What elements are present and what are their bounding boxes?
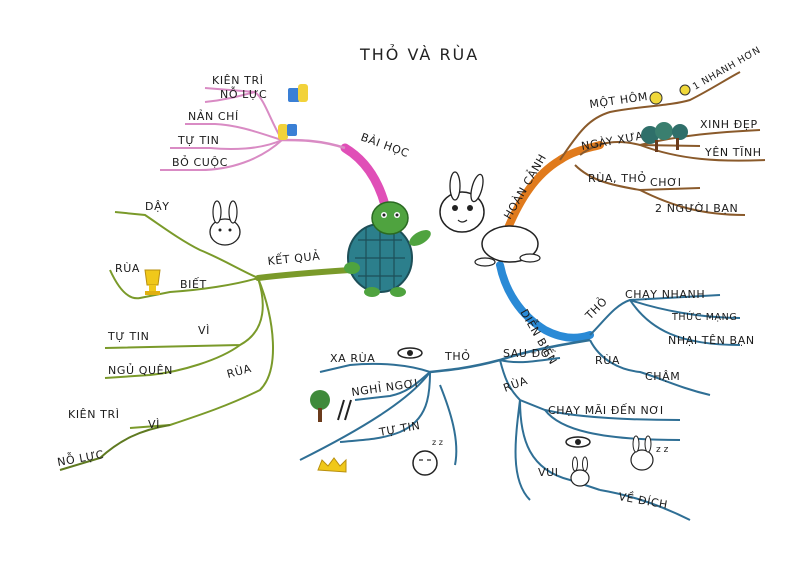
- tu-tin-center-label: TỰ TIN: [377, 419, 421, 439]
- turtle-icon: [344, 201, 431, 297]
- dien-bien-rua: RÙA: [595, 354, 620, 367]
- thuc-mang-label: THỨC MẠNG: [671, 311, 737, 323]
- nhanh-hon-label: 1 NHANH HƠN: [691, 45, 763, 93]
- rabbit-icon: [570, 456, 590, 487]
- svg-text:z z: z z: [432, 438, 443, 447]
- ket-qua-rua: RÙA: [115, 262, 140, 275]
- nghi-ngoi-label: NGHỈ NGƠI: [350, 376, 419, 399]
- chay-nhanh-label: CHẠY NHANH: [625, 288, 705, 301]
- branch-hoan-canh: HOÀN CẢNH MỘT HÔM 1 NHANH HƠN NGÀY XƯA X…: [500, 45, 766, 232]
- bai-hoc-item: KIÊN TRÌ: [212, 74, 264, 87]
- nguoi-ban-label: 2 NGƯỜI BẠN: [655, 202, 738, 215]
- ve-dich-label: VỀ ĐÍCH: [617, 489, 669, 511]
- ket-qua-tu-tin: TỰ TIN: [107, 330, 149, 343]
- tho-center-label: THỎ: [444, 349, 470, 363]
- branch-tho-center: THỎ XA RÙA NGHỈ NGƠI TỰ TIN SAU ĐÓ RÙA C…: [299, 338, 691, 521]
- sau-do-label: SAU ĐÓ: [503, 347, 550, 360]
- thumbs-up-icon: [288, 84, 308, 102]
- rabbit-icon: [439, 171, 541, 267]
- rua-tho-label: RÙA, THỎ: [588, 171, 647, 185]
- tree-icon: [310, 390, 352, 422]
- vi2-label: VÌ: [148, 418, 160, 431]
- ket-qua-rua2: RÙA: [225, 362, 253, 381]
- yen-tinh-label: YÊN TĨNH: [704, 146, 762, 159]
- eye-icon: [565, 436, 591, 448]
- branch-ket-qua: KẾT QUẢ DẬY RÙA BIẾT TỰ TIN VÌ NGỦ QUÊN …: [56, 200, 353, 471]
- xa-rua-label: XA RÙA: [330, 352, 375, 365]
- bai-hoc-item: TỰ TIN: [177, 134, 219, 147]
- choi-label: CHƠI: [650, 176, 682, 189]
- ngu-quen-label: NGỦ QUÊN: [108, 363, 173, 377]
- trophy-icon: [144, 269, 161, 295]
- bai-hoc-item: NẢN CHÍ: [188, 109, 239, 123]
- xinh-dep-label: XINH ĐẸP: [700, 118, 758, 131]
- thumbs-down-icon: [278, 124, 297, 140]
- chay-mai-label: CHẠY MÃI ĐẾN NƠI: [548, 403, 664, 417]
- hoan-canh-label: HOÀN CẢNH: [500, 151, 549, 221]
- branch-dien-bien: DIỄN BIẾN THỎ CHẠY NHANH THỨC MẠNG NHẠI …: [496, 261, 755, 396]
- svg-text:z z: z z: [656, 445, 669, 455]
- tree-icon: [641, 122, 688, 152]
- kien-tri-label: KIÊN TRÌ: [68, 408, 120, 421]
- bai-hoc-item: NỖ LỰC: [220, 86, 267, 101]
- day-label: DẬY: [145, 200, 170, 213]
- diagram-title: THỎ VÀ RÙA: [359, 44, 479, 64]
- vui-label: VUI: [538, 466, 559, 479]
- rabbit-icon: [209, 200, 241, 246]
- bird-icon: [649, 84, 691, 105]
- rabbit-icon: z z: [630, 435, 669, 471]
- branch-bai-hoc: BÀI HỌC KIÊN TRÌ NỖ LỰC NẢN CHÍ TỰ TIN B…: [160, 74, 411, 210]
- biet-label: BIẾT: [180, 277, 207, 291]
- ngay-xua-label: NGÀY XƯA: [580, 129, 644, 153]
- crown-icon: [317, 457, 347, 473]
- bai-hoc-item: BỎ CUỘC: [172, 155, 228, 169]
- no-luc-label: NỖ LỰC: [56, 446, 105, 469]
- nhai-ten-ban-label: NHẠI TÊN BẠN: [668, 334, 755, 347]
- sleep-icon: z z: [412, 438, 443, 476]
- eye-icon: [397, 347, 423, 359]
- vi-label: VÌ: [198, 324, 210, 337]
- cham-label: CHẬM: [645, 370, 680, 383]
- ket-qua-label: KẾT QUẢ: [267, 249, 321, 268]
- bai-hoc-label: BÀI HỌC: [359, 131, 411, 161]
